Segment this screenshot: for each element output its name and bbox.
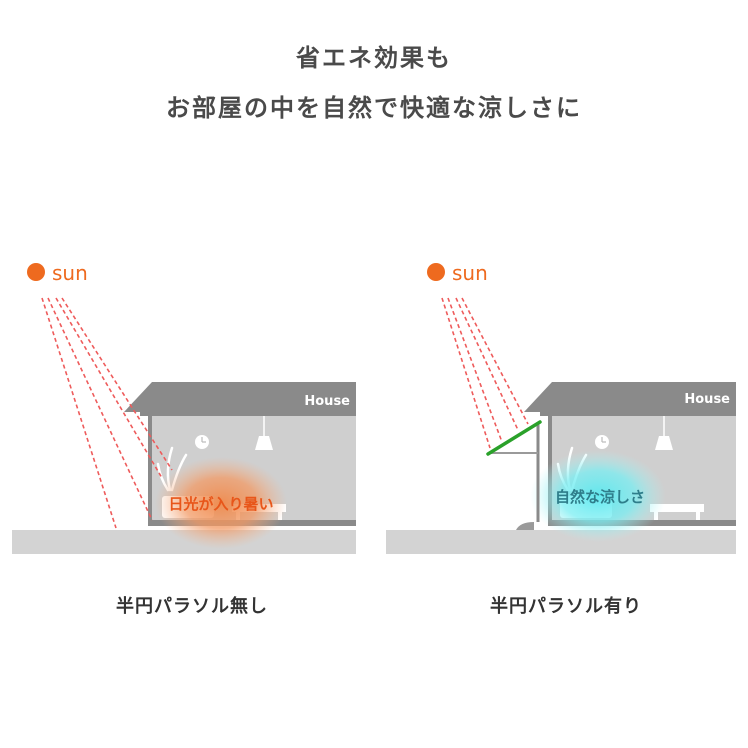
left-clock-icon (195, 435, 209, 449)
right-parasol-canopy (486, 420, 542, 456)
left-house-ceiling (140, 412, 356, 416)
left-heat-glow (155, 457, 287, 549)
left-sun-rays (41, 297, 173, 529)
left-house-wall (148, 416, 152, 524)
headline-line-2: お部屋の中を自然で快適な涼しさに (166, 94, 582, 122)
left-caption: 半円パラソル無し (116, 596, 268, 617)
left-sun-icon (27, 263, 45, 281)
headline-line-1: 省エネ効果も (296, 44, 452, 72)
right-effect-text: 自然な涼しさ (555, 488, 645, 506)
left-effect-text: 日光が入り暑い (168, 495, 273, 513)
right-panel: sun House 自然な涼しさ (386, 261, 736, 554)
right-sun-icon (427, 263, 445, 281)
left-house-roof (124, 382, 356, 412)
right-lamp-icon (655, 416, 673, 450)
right-clock-icon (595, 435, 609, 449)
right-house-label: House (684, 392, 730, 407)
left-sun-label: sun (52, 261, 88, 285)
right-sun-label: sun (452, 261, 488, 285)
right-parasol-base (516, 522, 534, 530)
right-house-ceiling (540, 412, 736, 416)
left-lamp-icon (255, 416, 273, 450)
left-panel: sun House 日光が入り暑い (12, 261, 356, 554)
right-sun-rays (441, 297, 529, 449)
right-cool-glow (530, 450, 666, 542)
right-house-roof (524, 382, 736, 412)
right-caption: 半円パラソル有り (490, 596, 642, 617)
left-house-label: House (304, 394, 350, 409)
